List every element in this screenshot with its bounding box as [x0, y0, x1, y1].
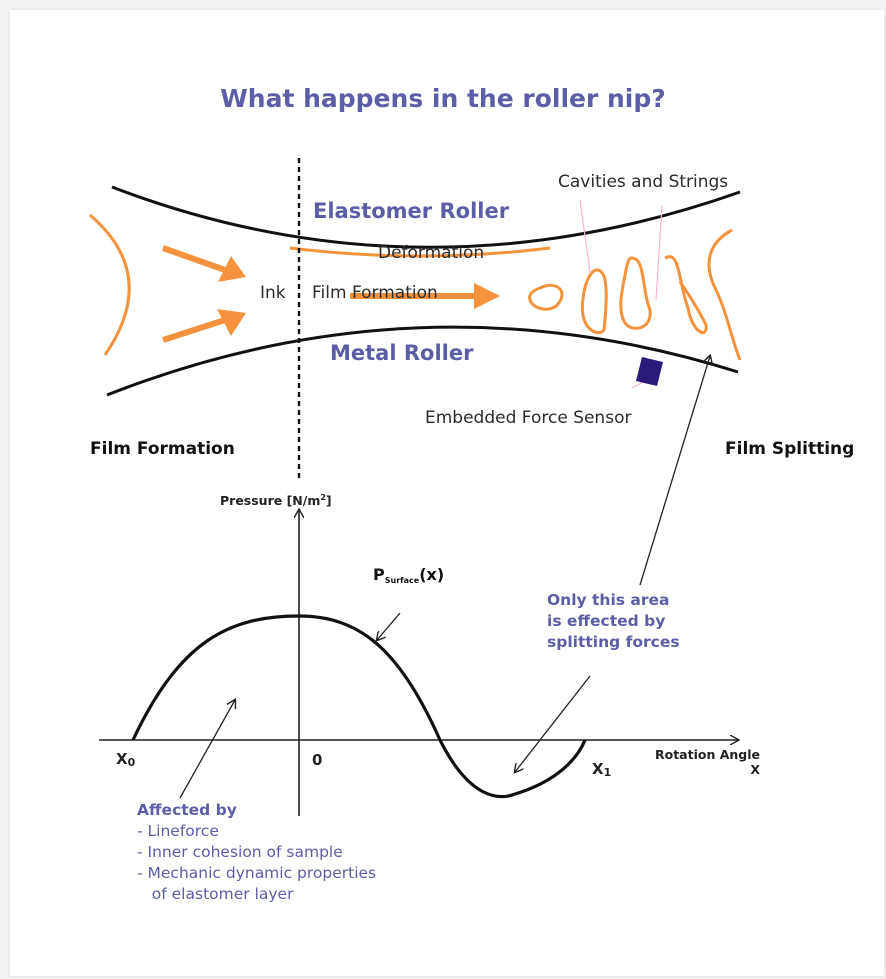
origin-label: 0 — [312, 751, 322, 769]
cavities-and-strings — [528, 228, 742, 361]
splitting-note-line: splitting forces — [547, 633, 680, 651]
x-axis-label-var: X — [750, 762, 760, 777]
deformation-highlight — [289, 246, 551, 258]
splitting-pointer-arrow-up — [639, 356, 710, 586]
pressure-curve — [131, 614, 587, 799]
metal-roller-label: Metal Roller — [330, 341, 474, 365]
affected-pointer-arrow — [179, 700, 235, 799]
ink-flow-arrow-lower — [162, 309, 246, 343]
affected-item: of elastomer layer — [137, 885, 294, 903]
splitting-note-line: is effected by — [547, 612, 665, 630]
metal-roller-edge — [106, 325, 739, 397]
page-title: What happens in the roller nip? — [220, 84, 666, 113]
splitting-note-line: Only this area — [547, 591, 669, 609]
embedded-force-sensor-label: Embedded Force Sensor — [425, 408, 631, 428]
string-line — [579, 199, 591, 273]
function-label: PSurface(x) — [373, 565, 444, 585]
ink-inflow-shape — [89, 213, 131, 356]
affected-item: - Mechanic dynamic properties — [137, 864, 376, 882]
affected-heading: Affected by — [137, 801, 237, 819]
roller-nip-diagram: What happens in the roller nip? Elastome… — [89, 84, 854, 903]
cavities-and-strings-label: Cavities and Strings — [558, 172, 728, 192]
y-axis-label: Pressure [N/m2] — [220, 493, 332, 508]
string-line — [655, 205, 663, 301]
embedded-force-sensor — [636, 357, 663, 386]
x0-label: X0 — [116, 750, 136, 769]
slide: What happens in the roller nip? Elastome… — [10, 10, 884, 976]
film-formation-label: Film Formation — [90, 439, 235, 459]
x-axis-label: Rotation Angle — [655, 747, 760, 762]
film-formation-center-label: Film Formation — [312, 283, 438, 303]
deformation-label: Deformation — [378, 243, 484, 263]
function-pointer-arrow — [377, 612, 401, 640]
ink-label: Ink — [260, 283, 286, 303]
ink-flow-arrow-upper — [161, 245, 246, 282]
splitting-pointer-arrow-down — [515, 675, 591, 772]
elastomer-roller-edge — [111, 185, 741, 249]
affected-item: - Lineforce — [137, 822, 219, 840]
film-formation-arrow — [350, 283, 500, 309]
x1-label: X1 — [592, 760, 611, 779]
elastomer-roller-label: Elastomer Roller — [313, 199, 510, 223]
film-splitting-label: Film Splitting — [725, 439, 854, 459]
affected-item: - Inner cohesion of sample — [137, 843, 343, 861]
